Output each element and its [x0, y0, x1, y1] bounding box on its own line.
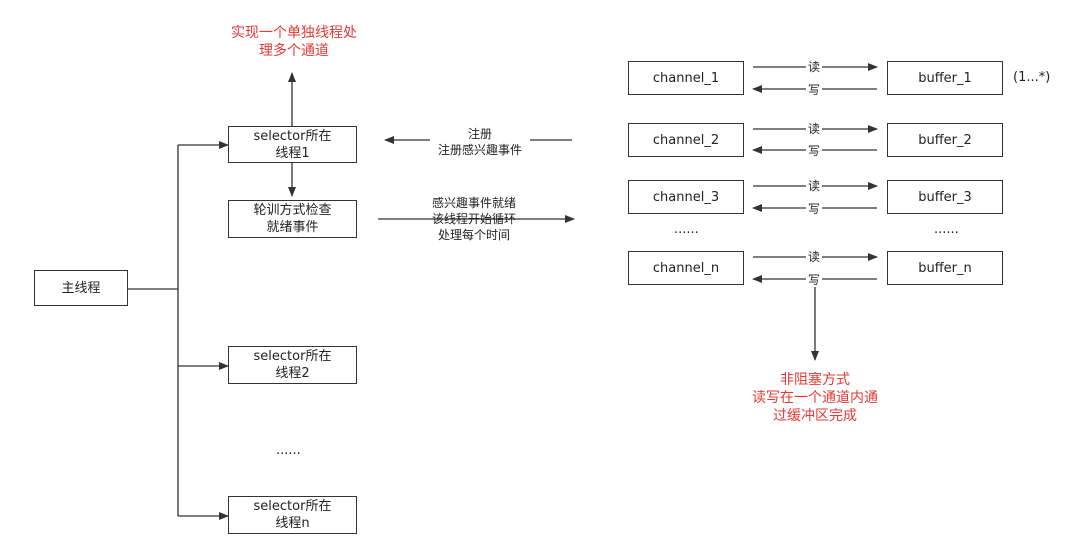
- selector-thread-2-box: selector所在 线程2: [228, 346, 357, 384]
- read-label-2: 读: [806, 122, 823, 136]
- selector-thread-1-box: selector所在 线程1: [228, 126, 357, 163]
- write-label-2: 写: [806, 144, 823, 158]
- selector-thread-1-label: selector所在 线程1: [253, 128, 332, 161]
- buffer-1-label: buffer_1: [918, 70, 972, 86]
- selector-thread-2-label: selector所在 线程2: [253, 349, 332, 381]
- read-label-n: 读: [806, 250, 823, 264]
- channel-n-box: channel_n: [628, 251, 744, 285]
- single-thread-note: 实现一个单独线程处 理多个通道: [231, 25, 357, 59]
- register-arrow-label: 注册 注册感兴趣事件: [437, 127, 522, 157]
- buffer-3-label: buffer_3: [918, 189, 972, 205]
- poll-box-label: 轮训方式检查 就绪事件: [253, 203, 332, 235]
- write-label-n: 写: [806, 273, 823, 287]
- buffer-2-box: buffer_2: [887, 123, 1003, 157]
- poll-box: 轮训方式检查 就绪事件: [228, 200, 357, 238]
- write-label-3: 写: [806, 202, 823, 216]
- nonblocking-note: 非阻塞方式 读写在一个通道内通 过缓冲区完成: [752, 372, 878, 424]
- channel-1-box: channel_1: [628, 61, 744, 95]
- main-thread-box: 主线程: [34, 270, 128, 306]
- buffer-ellipsis: ......: [934, 222, 959, 237]
- channel-ellipsis: ......: [674, 222, 699, 237]
- buffer-n-label: buffer_n: [918, 260, 972, 276]
- channel-2-box: channel_2: [628, 123, 744, 157]
- buffer-2-label: buffer_2: [918, 132, 972, 148]
- channel-3-box: channel_3: [628, 180, 744, 214]
- ready-arrow-label: 感兴趣事件就绪 该线程开始循环 处理每个时间: [431, 196, 516, 242]
- write-label-1: 写: [806, 83, 823, 97]
- selector-thread-n-box: selector所在 线程n: [228, 496, 357, 534]
- channel-1-label: channel_1: [652, 70, 720, 86]
- channel-2-label: channel_2: [652, 132, 720, 148]
- buffer-n-box: buffer_n: [887, 251, 1003, 285]
- channel-n-label: channel_n: [652, 260, 720, 276]
- buffer-3-box: buffer_3: [887, 180, 1003, 214]
- buffer-1-box: buffer_1: [887, 61, 1003, 95]
- channel-3-label: channel_3: [652, 189, 720, 205]
- selector-ellipsis: ......: [276, 443, 301, 458]
- main-thread-label: 主线程: [61, 280, 101, 296]
- read-label-3: 读: [806, 179, 823, 193]
- multiplicity-label: (1...*): [1013, 70, 1051, 85]
- read-label-1: 读: [806, 60, 823, 74]
- selector-thread-n-label: selector所在 线程n: [253, 499, 332, 531]
